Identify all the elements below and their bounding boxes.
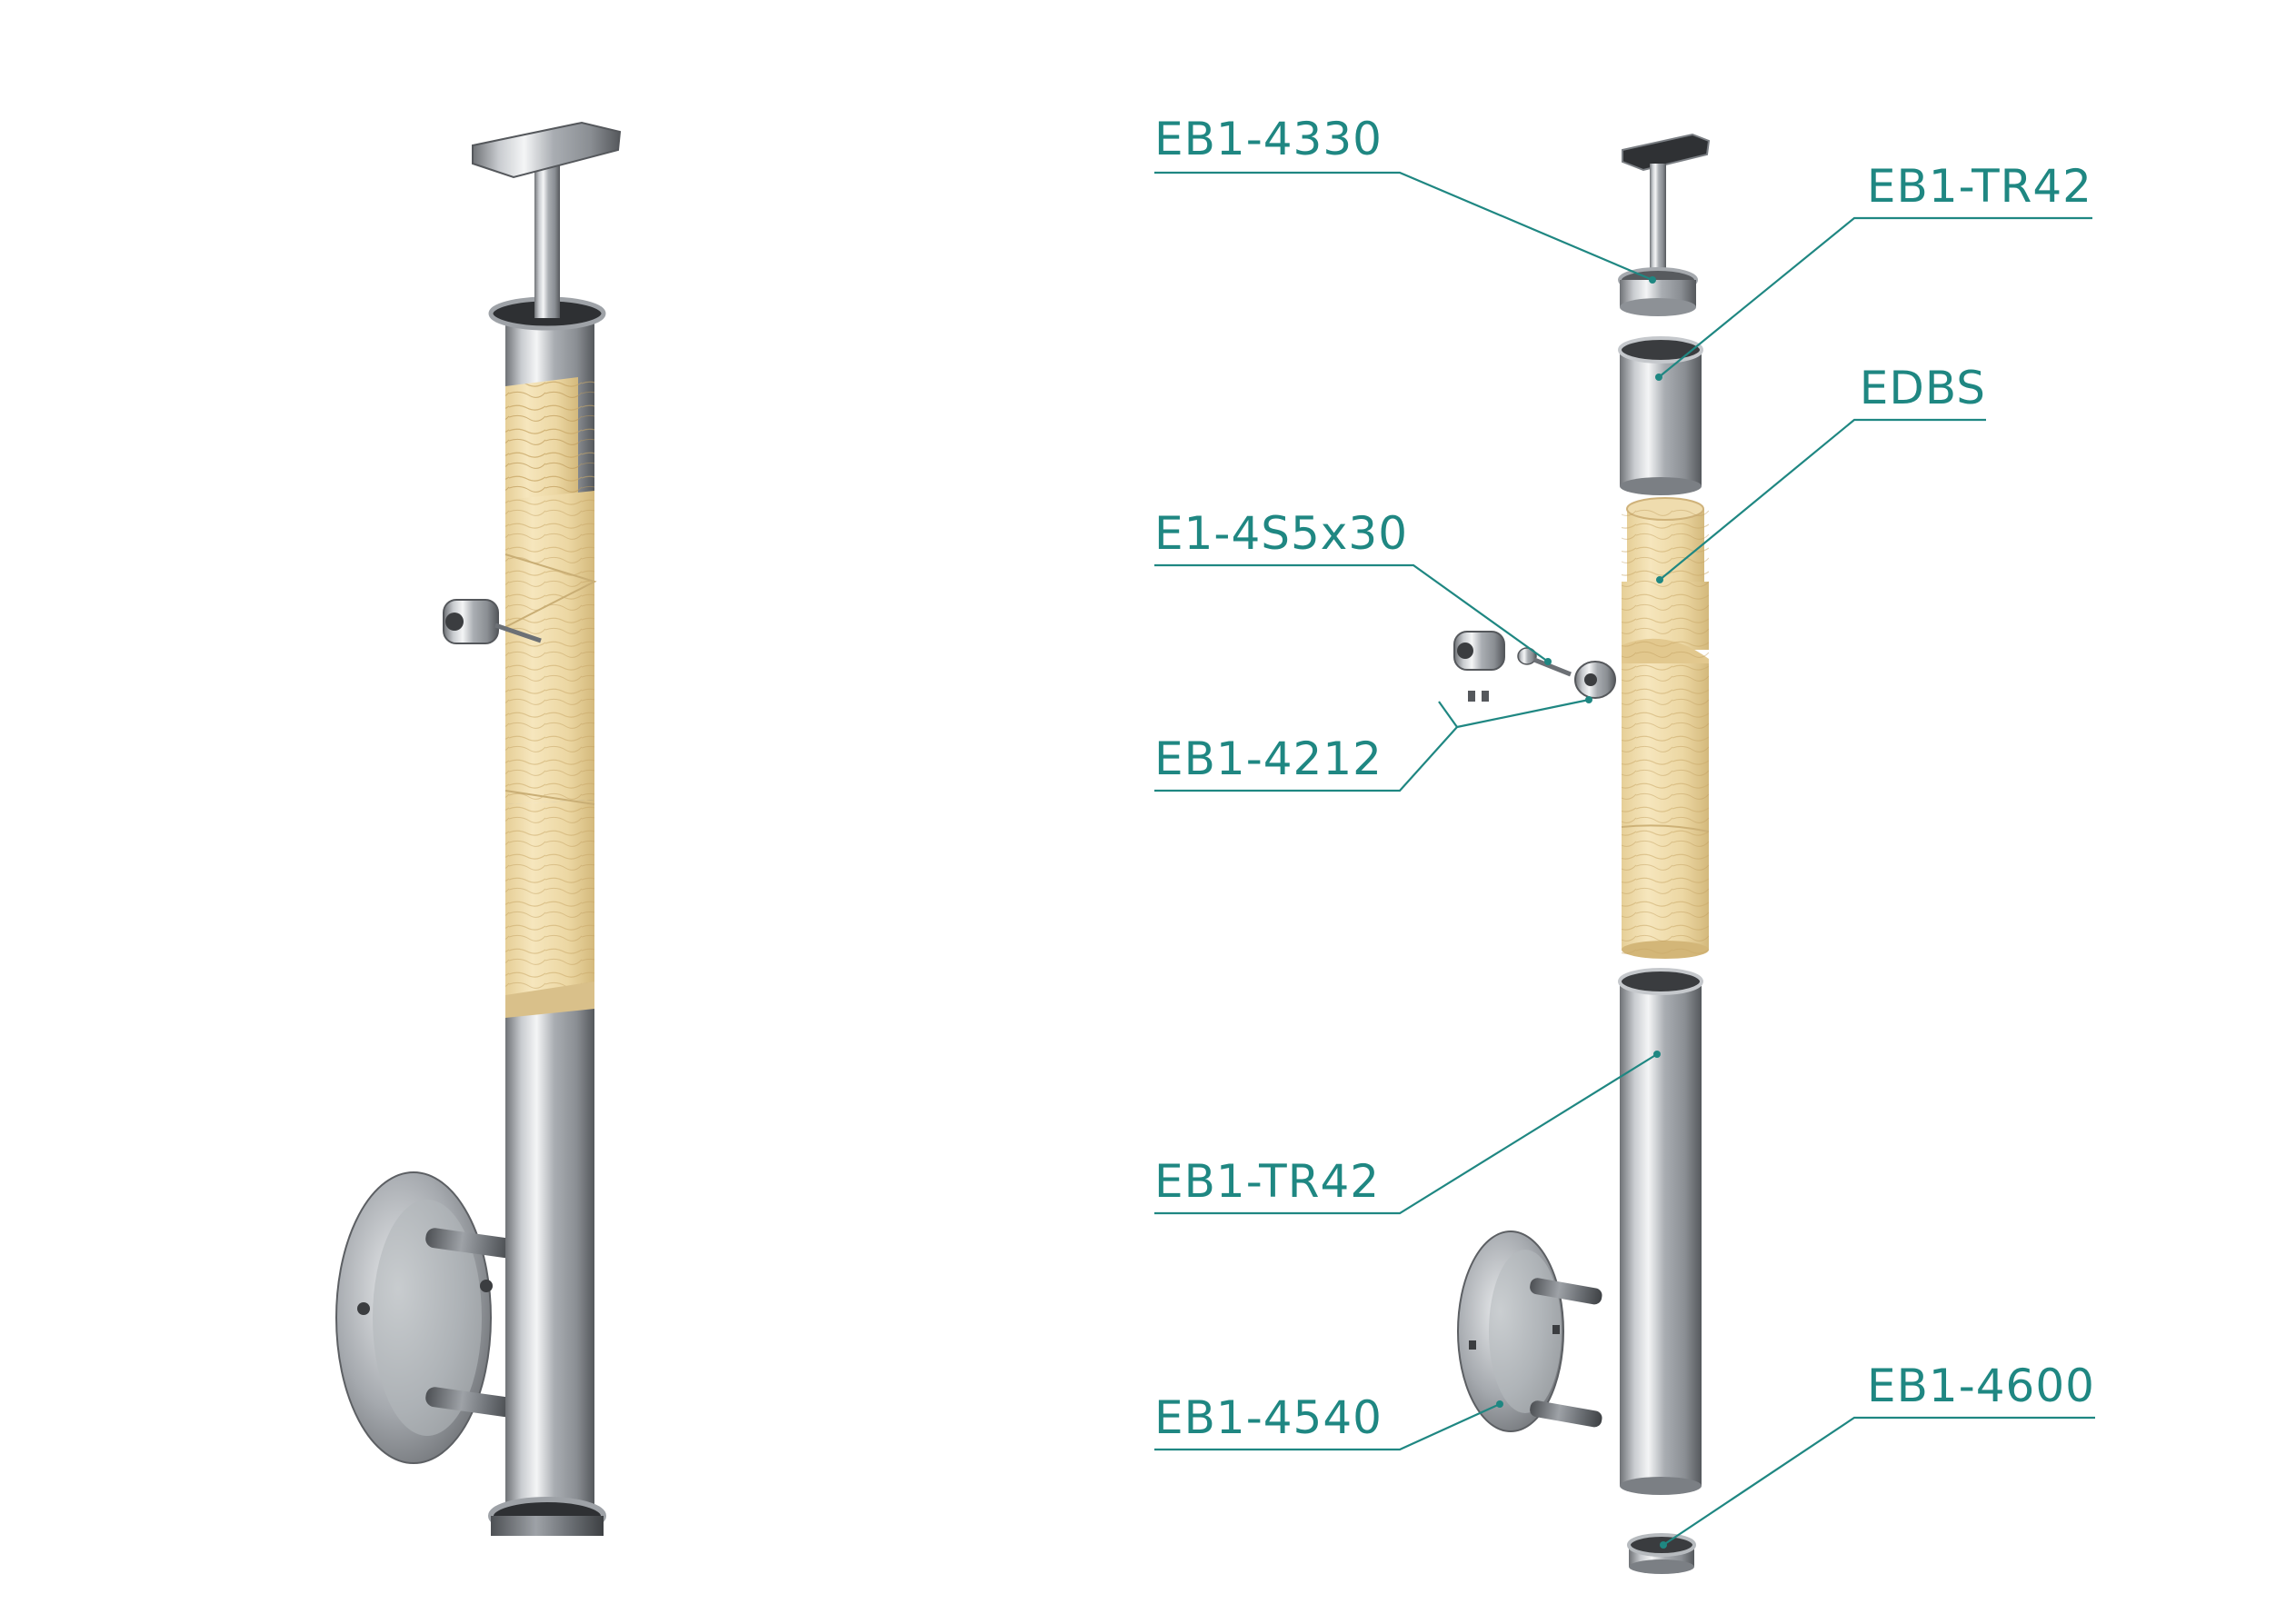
part-wall-flange <box>1457 1230 1602 1432</box>
leader-flange-eb1-4540 <box>1154 1402 1501 1451</box>
leader-screw-e1-4s5x30 <box>1154 563 1549 663</box>
assembled-clamp <box>443 599 499 644</box>
exploded-view <box>1453 133 1711 1574</box>
label-top-eb1-4330: EB1-4330 <box>1154 113 1383 165</box>
part-clamp <box>1453 631 1616 702</box>
leader-clamp-eb1-4212 <box>1154 726 1458 792</box>
part-top-tube <box>1618 336 1703 495</box>
part-screw <box>1517 647 1572 677</box>
part-handrail-support <box>1618 133 1711 316</box>
leader-top-eb1-4330 <box>1154 171 1653 282</box>
part-wood-core <box>1621 497 1710 959</box>
label-tube-bottom-eb1-tr42: EB1-TR42 <box>1154 1155 1380 1208</box>
leader-tube-bottom-eb1-tr42 <box>1154 1053 1658 1215</box>
leader-cap-eb1-4600 <box>1662 1416 2095 1546</box>
leader-tube-top-eb1-tr42 <box>1658 216 2092 378</box>
leader-wood-edbs <box>1659 418 1986 581</box>
label-clamp-eb1-4212: EB1-4212 <box>1154 732 1383 785</box>
leader-lines <box>1154 171 2095 1549</box>
assembled-post <box>335 121 622 1536</box>
assembled-saddle-plate <box>472 121 622 179</box>
label-wood-edbs: EDBS <box>1860 362 1986 414</box>
assembled-handrail-stem <box>534 154 560 318</box>
label-flange-eb1-4540: EB1-4540 <box>1154 1391 1383 1444</box>
label-screw-e1-4s5x30: E1-4S5x30 <box>1154 507 1408 560</box>
label-tube-top-eb1-tr42: EB1-TR42 <box>1867 160 2092 213</box>
assembled-screw <box>494 623 542 643</box>
part-bottom-tube <box>1618 968 1703 1495</box>
part-labels: EB1-4330 EB1-TR42 EDBS E1-4S5x30 EB1-421… <box>1154 113 2095 1444</box>
part-bottom-cap <box>1627 1533 1696 1574</box>
label-cap-eb1-4600: EB1-4600 <box>1867 1360 2095 1412</box>
